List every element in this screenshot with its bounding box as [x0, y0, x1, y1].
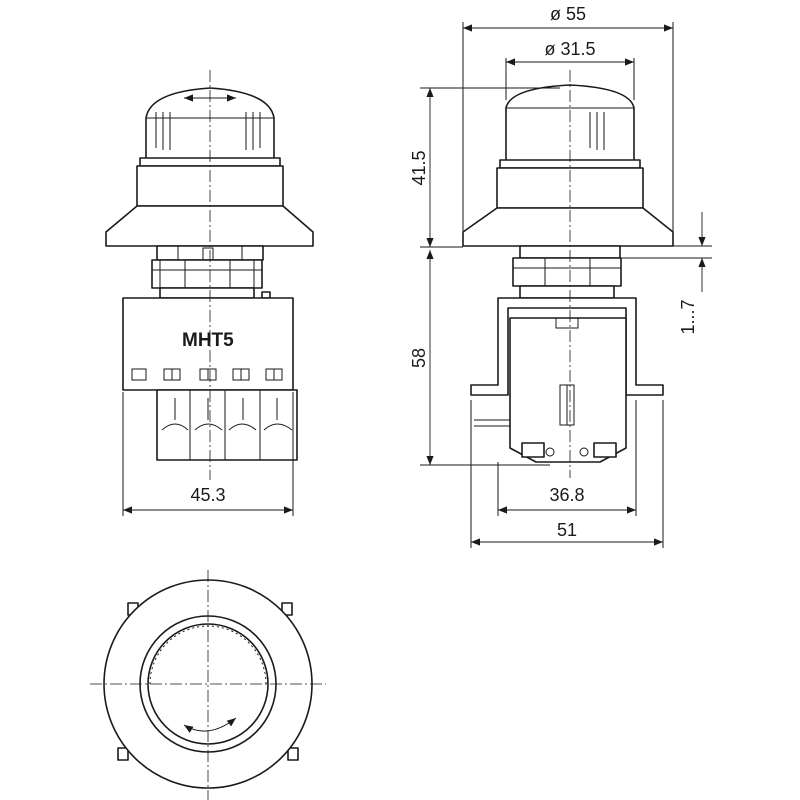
- inner-diameter-text: ø 31.5: [544, 39, 595, 59]
- front-flange: [105, 205, 314, 247]
- front-width-text: 45.3: [190, 485, 225, 505]
- side-bracket: [470, 297, 664, 396]
- terminal-screws: [161, 390, 293, 460]
- side-nut: [512, 257, 622, 287]
- model-label: MHT5: [182, 330, 234, 351]
- top-view: [90, 570, 326, 800]
- front-nut: [151, 259, 263, 289]
- terminal-marks: [131, 368, 283, 381]
- top-rotation-arrow-icon: [183, 717, 237, 733]
- side-body: [509, 317, 627, 463]
- body-height-text: 58: [409, 348, 429, 368]
- bracket-width-text: 51: [557, 520, 577, 540]
- front-view: MHT5 45.3: [105, 70, 314, 516]
- side-view: ø 55 ø 31.5 41.5 58 1...7 36.8 51: [409, 4, 712, 548]
- top-cap: [147, 623, 269, 745]
- front-cap: [145, 87, 275, 158]
- body-width-text: 36.8: [549, 485, 584, 505]
- outer-diameter-text: ø 55: [550, 4, 586, 24]
- cap-ribs: [155, 112, 261, 150]
- front-terminals: [156, 389, 298, 461]
- head-height-text: 41.5: [409, 150, 429, 185]
- panel-thickness-text: 1...7: [678, 299, 698, 334]
- side-cap-ribs: [589, 112, 605, 150]
- side-flange: [462, 207, 674, 247]
